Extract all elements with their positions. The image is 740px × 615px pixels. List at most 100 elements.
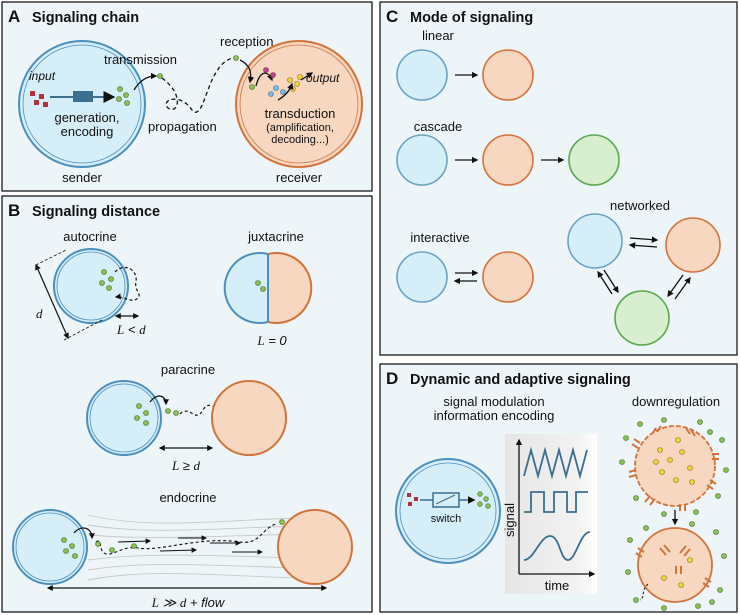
endocrine-flow-lines [87,514,301,581]
switch-output-molecules [477,491,491,509]
panel-a-title: Signaling chain [32,10,139,26]
panel-c-letter: C [386,7,398,26]
reception-molecule [249,84,255,90]
autocrine-dim-ext-top [35,249,67,266]
input-molecules [30,91,48,107]
paracrine-sender [86,380,162,456]
reception-arrow [239,59,255,84]
modulation-line1: signal modulation [443,394,544,409]
generation-label: generation, [54,110,119,125]
transmission-arrow [133,72,158,91]
panel-b-title: Signaling distance [32,204,160,220]
downregulation-cell-bottom [637,527,713,603]
cascade-cell-3 [568,134,620,186]
endocrine-receiver [277,509,353,585]
endocrine-release-arrow [73,527,95,540]
paracrine-receiver [211,380,287,456]
endocrine-path [95,523,277,555]
linear-cell-2 [482,49,534,101]
switch-cell [395,458,501,564]
downregulation-cell-top [634,425,716,507]
time-axis-label: time [545,578,570,593]
linear-label: linear [422,28,454,43]
interactive-cell-2 [482,251,534,303]
received-molecule [233,55,239,61]
ligands-top [619,417,729,517]
paracrine-d: d [194,458,201,473]
networked-arrows [597,236,691,300]
cascade-cell-1 [396,134,448,186]
transduction-arrow-1 [255,72,274,87]
endocrine-L: L [151,595,159,610]
autocrine-rel: < [124,322,139,337]
endocrine-sender [12,509,88,585]
juxtacrine-cells [223,252,313,324]
downregulation-dashed-path [639,583,649,601]
autocrine-L: L [116,322,124,337]
receptors-top [628,425,719,511]
diameter-label: d [36,306,43,321]
endocrine-distance: L ≫ d + flow [151,595,226,610]
cascade-cell-2 [482,134,534,186]
signal-plot: signal time [502,434,597,594]
transduction-arrow-2 [277,82,294,101]
juxtacrine-molecules [255,280,266,292]
signal-trace-pulsed [524,491,588,513]
networked-cell-2 [665,217,721,273]
linear-cell-1 [396,49,448,101]
paracrine-distance: L ≥ d [171,458,201,473]
panel-d: D Dynamic and adaptive signaling signal … [379,363,738,613]
paracrine-release-arrow [149,395,169,406]
autocrine-cell [53,248,129,324]
endocrine-flow-arrows [117,535,264,555]
panel-a-letter: A [8,7,20,26]
cascade-label: cascade [414,119,462,134]
panel-a: A Signaling chain input generation, enco… [1,1,373,192]
transmission-label: transmission [104,52,177,67]
transduction-sub1: (amplification, [266,122,334,134]
panel-c-title: Mode of signaling [410,10,533,26]
modulation-line2: information encoding [434,408,555,423]
input-label: input [29,69,56,83]
networked-cell-1 [567,213,623,269]
paracrine-L: L [171,458,179,473]
juxtacrine-label: juxtacrine [247,229,304,244]
interactive-label: interactive [410,230,469,245]
transduction-sub2: decoding...) [271,134,328,146]
signal-plot-bg [505,434,597,594]
propagation-path [161,57,233,113]
endocrine-molecules [61,519,285,559]
panel-b: B Signaling distance autocrine d L < d j… [1,195,373,613]
encoded-molecules [116,86,130,106]
paracrine-rel: ≥ [179,458,193,473]
switch-toggle [435,494,456,505]
switch-input-molecules [407,493,418,506]
output-label: output [306,71,340,85]
ligands-bottom [625,521,727,611]
panel-d-letter: D [386,369,398,388]
downregulation-label: downregulation [632,394,720,409]
panel-b-letter: B [8,201,20,220]
signal-trace-smooth [523,531,591,561]
internalized-receptors [635,544,712,588]
signal-trace-oscillating [523,446,588,480]
sender-label: sender [62,170,102,185]
generator-box [73,91,93,102]
panel-d-title: Dynamic and adaptive signaling [410,372,631,388]
receiver-cell [235,40,363,168]
endocrine-rel: ≫ [159,595,180,610]
autocrine-label: autocrine [63,229,116,244]
sender-cell [18,40,146,168]
networked-label: networked [610,198,670,213]
autocrine-distance: L < d [116,322,146,337]
juxtacrine-L: L [256,333,264,348]
switch-label: switch [431,513,462,525]
endocrine-flow: + flow [186,595,226,610]
endocrine-label: endocrine [159,490,216,505]
autocrine-dim-ext-bottom [63,319,103,341]
interactive-cell-1 [396,251,448,303]
output-arrow [300,72,314,81]
encoding-label: encoding [61,124,114,139]
networked-cell-3 [614,290,670,346]
